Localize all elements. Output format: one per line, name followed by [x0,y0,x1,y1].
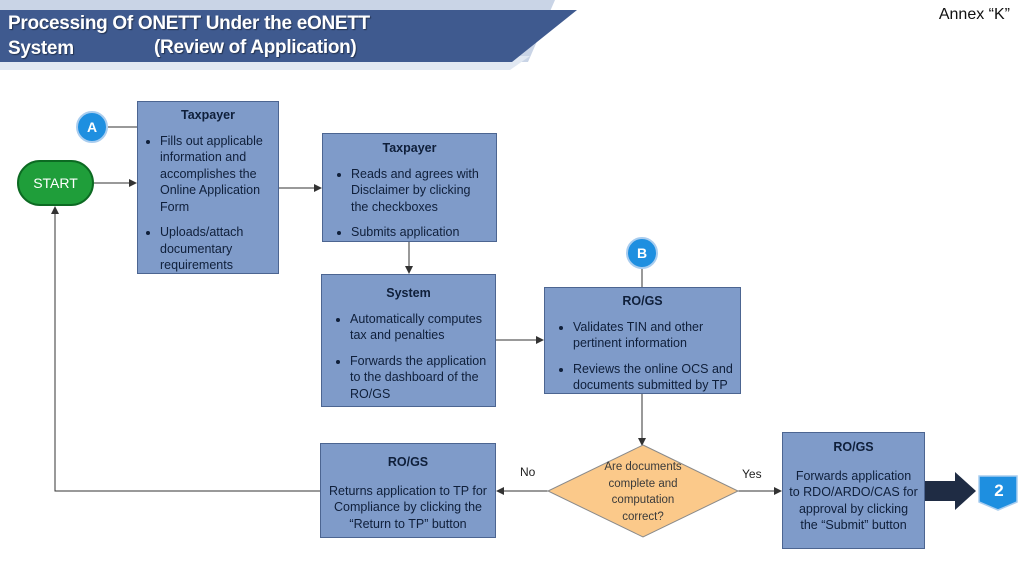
rogs-forward-box: RO/GS Forwards application to RDO/ARDO/C… [782,432,925,549]
bullet-list: Fills out applicable information and acc… [144,133,272,274]
box-title: Taxpayer [181,108,235,122]
connector-a-label: A [86,119,98,135]
bullet-item: Fills out applicable information and acc… [160,133,272,216]
connector-a: A [76,111,108,143]
edge-label-no: No [520,465,536,479]
bullet-item: Automatically computes tax and penalties [350,311,489,344]
rogs-validate-box: RO/GS Validates TIN and other pertinent … [544,287,741,394]
offpage-connector-shape [978,475,1018,511]
bullet-item: Uploads/attach documentary requirements [160,224,272,274]
box-title: System [386,286,431,300]
bullet-list: Reads and agrees with Disclaimer by clic… [329,166,490,241]
connector-b: B [626,237,658,269]
title-banner [0,0,577,70]
box-title: RO/GS [387,455,429,469]
bullet-item: Forwards the application to the dashboar… [350,353,489,403]
box-text: Forwards application to RDO/ARDO/CAS for… [789,468,918,533]
box-title: Taxpayer [382,141,437,155]
bullet-item: Validates TIN and other pertinent inform… [573,319,734,352]
box-text: Returns application to TP for Compliance… [329,483,487,531]
taxpayer-disclaimer-box: Taxpayer Reads and agrees with Disclaime… [322,133,497,242]
decision-diamond [546,444,740,538]
edge-return-to-start [51,206,320,492]
block-arrow-to-offpage [925,472,976,510]
box-title: RO/GS [833,440,874,454]
banner-dark-band [0,10,577,62]
connector-b-label: B [636,245,648,261]
box-title: RO/GS [622,294,663,308]
page-title-line2: System [8,38,74,59]
bullet-item: Reads and agrees with Disclaimer by clic… [351,166,490,216]
page-title-line1: Processing Of ONETT Under the eONETT [8,13,370,34]
start-terminal: START [17,160,94,206]
edge-label-yes: Yes [742,467,762,481]
rogs-return-box: RO/GS Returns application to TP for Comp… [320,443,496,538]
page-subtitle: (Review of Application) [154,37,357,58]
annex-label: Annex “K” [938,6,1010,23]
taxpayer-form-box: Taxpayer Fills out applicable informatio… [137,101,279,274]
bullet-item: Reviews the online OCS and documents sub… [573,361,734,394]
bullet-item: Submits application [351,224,490,241]
bullet-list: Validates TIN and other pertinent inform… [551,319,734,394]
bullet-list: Automatically computes tax and penalties… [328,311,489,403]
decision-question: Are documents complete and computation c… [604,461,682,523]
offpage-connector-label: 2 [994,481,1004,500]
system-box: System Automatically computes tax and pe… [321,274,496,407]
start-label: START [33,175,78,191]
